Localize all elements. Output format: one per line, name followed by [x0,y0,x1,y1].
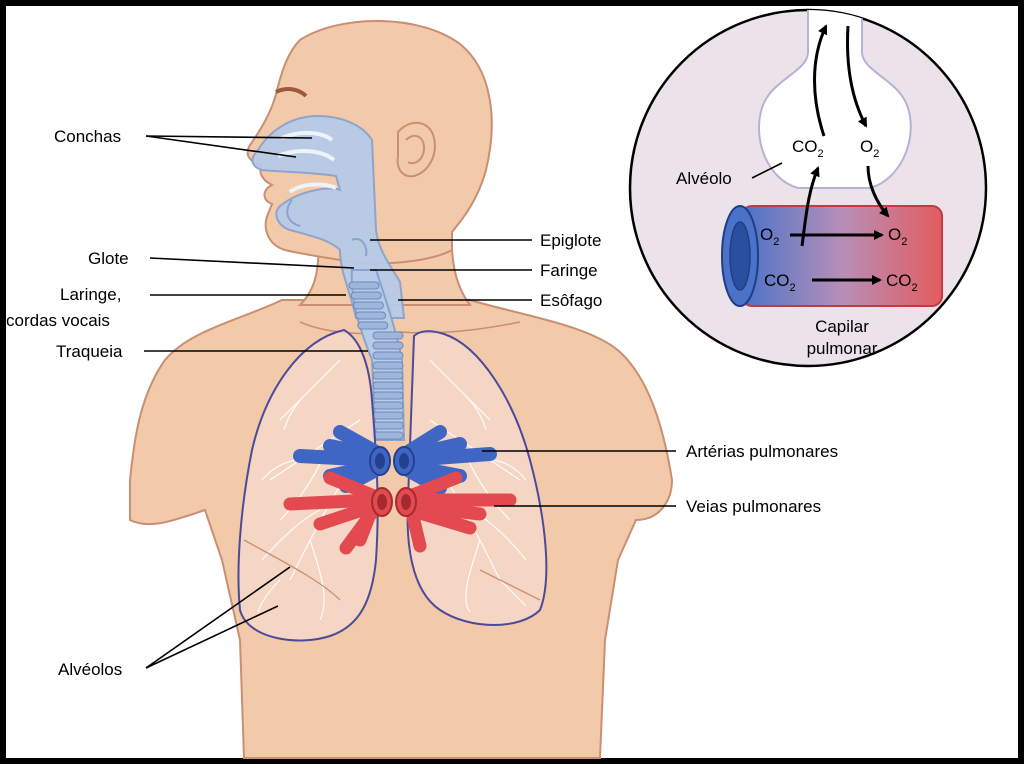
upper-airway [251,114,406,319]
concha-lower [288,182,337,194]
capillary-o2-right: O2 [888,225,907,248]
epiglottis-shape [351,238,368,257]
alveolus-o2: O2 [860,137,879,160]
capillary-o2-left: O2 [760,225,779,248]
concha-middle [277,149,336,162]
label-alveolo: Alvéolo [676,169,732,188]
label-traqueia: Traqueia [56,342,123,361]
gas-exchange-inset: CO2 O2 O2 O2 CO2 CO2 Alvéolo Capilar pul… [628,8,988,368]
gas-arrows [790,24,890,285]
trachea-ring [372,401,404,410]
trachea-ring [372,421,404,430]
trachea-ring [372,351,404,360]
label-epiglote: Epiglote [540,231,601,250]
pulmonary-arteries [293,425,497,495]
trachea-ring [372,371,404,380]
lung-fissure-right [243,539,341,601]
trachea-ring [357,321,389,330]
lung-fissure-left [479,569,541,601]
lungs [237,328,548,642]
alveolus-co2: CO2 [792,137,824,160]
label-alveolos: Alvéolos [58,660,122,679]
trachea-ring [372,431,404,440]
label-esofago: Esôfago [540,291,602,310]
capillary-co2-right: CO2 [886,271,918,294]
label-veias-pulmonares: Veias pulmonares [686,497,821,516]
tongue-line [286,199,301,227]
trachea-ring [372,411,404,420]
capillary-co2-left: CO2 [764,271,796,294]
label-capilar: Capilar [815,317,869,336]
trachea-ring [348,281,380,290]
trachea-ring [372,361,404,370]
nasal-cavity [251,114,406,319]
trachea-ring [372,391,404,400]
label-laringe: Laringe, [60,285,121,304]
leader-lines [144,135,676,669]
pulmonary-veins [283,471,517,555]
eyebrow [275,87,308,98]
alveolus-shape [758,10,912,189]
label-pulmonar: pulmonar [807,339,878,358]
ear [396,122,436,178]
label-glote: Glote [88,249,129,268]
body-labels: Conchas Glote Laringe, cordas vocais Tra… [6,127,838,679]
trachea-ring [352,301,384,310]
trachea-ring [372,381,404,390]
trachea-group [348,269,406,441]
label-arterias-pulmonares: Artérias pulmonares [686,442,838,461]
concha-upper [281,131,334,142]
ear-inner [405,134,426,165]
trachea-ring [350,291,382,300]
trachea-ring [372,341,404,350]
trachea-ring [372,331,404,340]
label-conchas: Conchas [54,127,121,146]
label-cordas-vocais: cordas vocais [6,311,110,330]
label-faringe: Faringe [540,261,598,280]
trachea-ring [355,311,387,320]
